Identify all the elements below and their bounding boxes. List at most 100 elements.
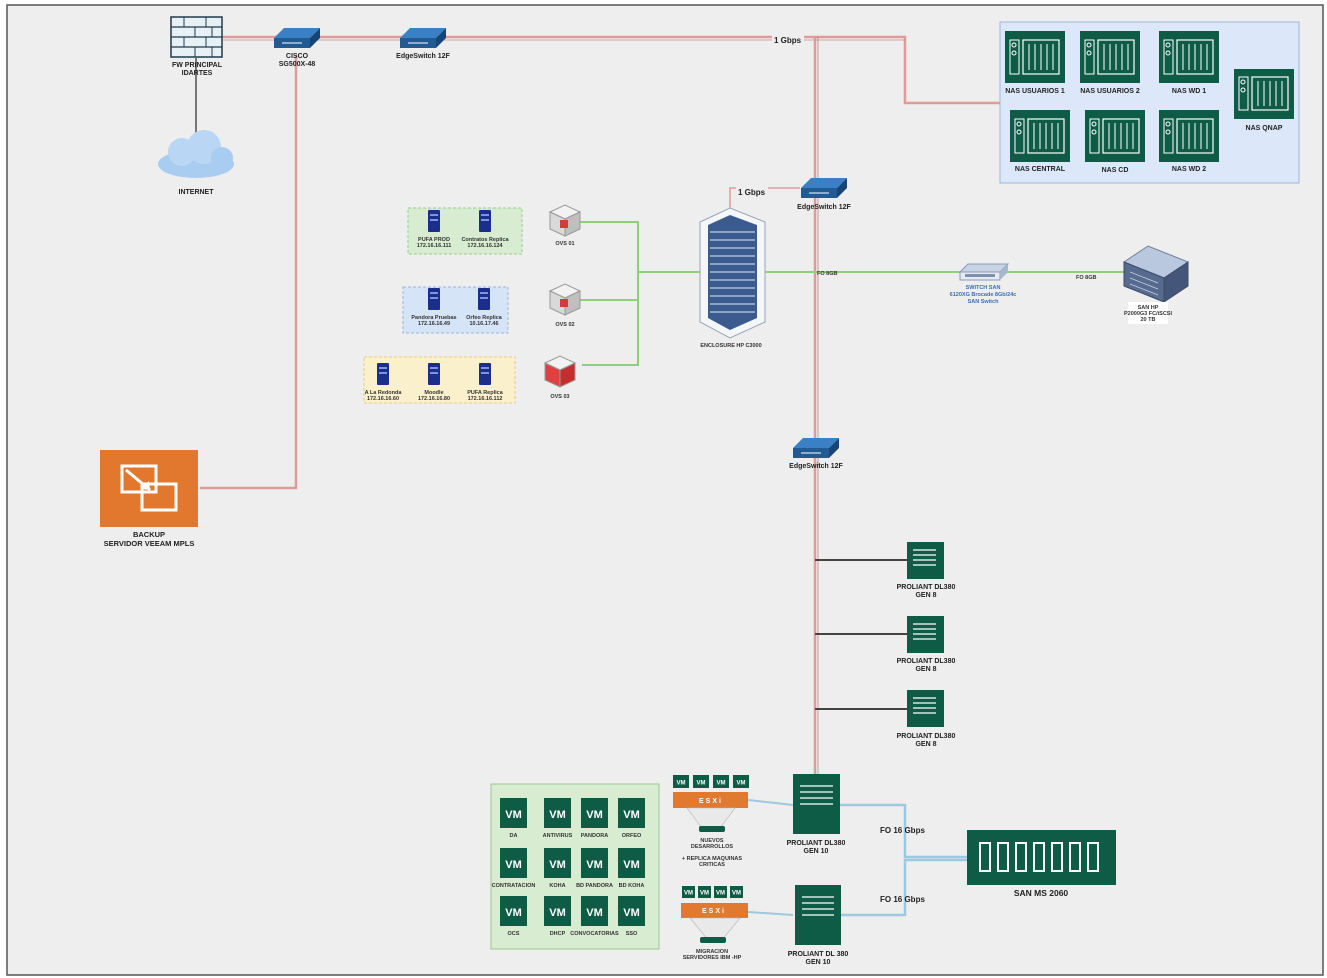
proliant-label-1: PROLIANT DL380 bbox=[897, 584, 956, 591]
nas-icon bbox=[1159, 31, 1219, 83]
vm-badge-text: VM bbox=[623, 907, 640, 919]
fw-label-2: IDARTES bbox=[182, 70, 213, 77]
vm-label: DA bbox=[510, 833, 518, 839]
proliant-label-2: GEN 8 bbox=[915, 741, 936, 748]
server-rack-icon bbox=[907, 542, 944, 579]
vm-label: CONVOCATORIAS bbox=[570, 931, 619, 937]
ovs-cube-icon bbox=[548, 283, 582, 316]
enclosure-rack-icon bbox=[699, 207, 766, 339]
nas-label: NAS WD 2 bbox=[1172, 166, 1206, 173]
internet-label: INTERNET bbox=[179, 189, 215, 196]
migracion-label-2: SERVIDORES IBM -HP bbox=[683, 955, 742, 961]
firewall-icon bbox=[170, 16, 223, 58]
cloud-icon bbox=[158, 130, 234, 178]
migracion-label-1: MIGRACION bbox=[696, 949, 728, 955]
nas-icon bbox=[1005, 31, 1065, 83]
proliant-label-2: GEN 8 bbox=[915, 666, 936, 673]
gbps-mid-bg bbox=[736, 187, 768, 197]
gen10b-label-1: PROLIANT DL 380 bbox=[788, 951, 849, 958]
fw-label-1: FW PRINCIPAL bbox=[172, 62, 223, 69]
link-esxi2-gen10 bbox=[747, 911, 794, 916]
link-cisco-backup bbox=[200, 55, 298, 490]
vm-chip bbox=[713, 775, 729, 788]
server-name: Contratos Replica bbox=[461, 237, 509, 243]
enclosure-label: ENCLOSURE HP C3000 bbox=[700, 343, 761, 349]
proliant-label-1: PROLIANT DL380 bbox=[897, 733, 956, 740]
ovs01-group bbox=[407, 207, 523, 255]
ovs-cube-icon bbox=[543, 355, 577, 388]
switch-icon bbox=[793, 438, 839, 458]
vm-icon: VM bbox=[544, 848, 571, 878]
server-ip: 172.16.16.111 bbox=[417, 243, 452, 249]
cisco-label-2: SG500X-48 bbox=[279, 61, 316, 68]
backup-icon bbox=[100, 450, 198, 527]
nuevos-label-2: DESARROLLOS bbox=[691, 844, 734, 850]
vm-badge-text: VM bbox=[505, 907, 522, 919]
backup-label-2: SERVIDOR VEEAM MPLS bbox=[104, 539, 195, 548]
nas-icon bbox=[1085, 110, 1145, 162]
vm-chip-text: VM bbox=[684, 891, 693, 897]
san-switch-label-2: 6120XG Brocade 8Gb/24c bbox=[950, 292, 1017, 298]
vm-icon: VM bbox=[500, 896, 527, 926]
gen10a-label-1: PROLIANT DL380 bbox=[787, 840, 846, 847]
server-ip: 10.16.17.46 bbox=[469, 321, 498, 327]
san-switch-icon bbox=[958, 263, 1010, 281]
gen10a-label-2: GEN 10 bbox=[804, 848, 829, 855]
edgeswitch-low-label: EdgeSwitch 12F bbox=[789, 463, 843, 470]
server-icon bbox=[479, 363, 491, 385]
server-icon bbox=[428, 363, 440, 385]
vm-badge-text: VM bbox=[586, 907, 603, 919]
server-name: Orfeo Replica bbox=[466, 315, 503, 321]
server-ip: 172.16.16.49 bbox=[418, 321, 450, 327]
vm-badge-text: VM bbox=[549, 859, 566, 871]
server-name: A La Redonda bbox=[365, 390, 403, 396]
vm-chip-text: VM bbox=[700, 891, 709, 897]
esxi-label: ESXi bbox=[702, 908, 726, 915]
vm-chip bbox=[698, 886, 711, 898]
vm-label: ANTIVIRUS bbox=[543, 833, 573, 839]
server-name: Pandora Pruebas bbox=[411, 315, 456, 321]
vm-label: CONTRATACION bbox=[492, 883, 536, 889]
server-icon bbox=[479, 210, 491, 232]
ovs-label: OVS 01 bbox=[555, 241, 574, 247]
vm-chip bbox=[714, 886, 727, 898]
vm-badge-text: VM bbox=[505, 809, 522, 821]
nas-icon bbox=[1234, 69, 1294, 119]
vm-label: ORFEO bbox=[622, 833, 642, 839]
edgeswitch-mid-label: EdgeSwitch 12F bbox=[797, 204, 851, 211]
server-icon bbox=[478, 288, 490, 310]
nas-devices bbox=[1005, 31, 1294, 162]
vm-label: OCS bbox=[508, 931, 520, 937]
nas-label: NAS CD bbox=[1102, 167, 1129, 174]
nuevos-label-1: NUEVOS bbox=[700, 838, 724, 844]
server-icon bbox=[377, 363, 389, 385]
vm-chip-text: VM bbox=[732, 891, 741, 897]
host-icon bbox=[700, 937, 726, 943]
nas-icon bbox=[1159, 110, 1219, 162]
server-ip: 172.16.16.124 bbox=[467, 243, 503, 249]
gen10b-label-2: GEN 10 bbox=[806, 959, 831, 966]
san-ms-label: SAN MS 2060 bbox=[1014, 888, 1069, 898]
link-ovs-bus bbox=[580, 221, 639, 366]
link-gen10b-sanms bbox=[840, 858, 967, 917]
gbps-top-label: 1 Gbps bbox=[774, 36, 802, 45]
vm-label: BD PANDORA bbox=[576, 883, 613, 889]
vm-icon: VM bbox=[544, 798, 571, 828]
esxi-vms-bottom: VM VM VM VM bbox=[682, 886, 743, 898]
backup-label-1: BACKUP bbox=[133, 530, 165, 539]
replica-note-1: + REPLICA MAQUINAS bbox=[682, 856, 742, 862]
vm-chip bbox=[730, 886, 743, 898]
vm-chip-text: VM bbox=[716, 891, 725, 897]
fo16-label-a: FO 16 Gbps bbox=[880, 826, 925, 835]
vm-label: KOHA bbox=[549, 883, 565, 889]
vm-icon: VM bbox=[581, 848, 608, 878]
ovs-label: OVS 03 bbox=[550, 394, 569, 400]
san-storage-icon bbox=[1122, 245, 1190, 303]
edgeswitch-top-label: EdgeSwitch 12F bbox=[396, 53, 450, 60]
fo16-label-b: FO 16 Gbps bbox=[880, 895, 925, 904]
server-rack-icon bbox=[907, 616, 944, 653]
server-ip: 172.16.16.112 bbox=[468, 396, 503, 402]
vm-label: BD KOHA bbox=[619, 883, 645, 889]
switch-icon bbox=[400, 28, 446, 48]
vm-badge-text: VM bbox=[505, 859, 522, 871]
